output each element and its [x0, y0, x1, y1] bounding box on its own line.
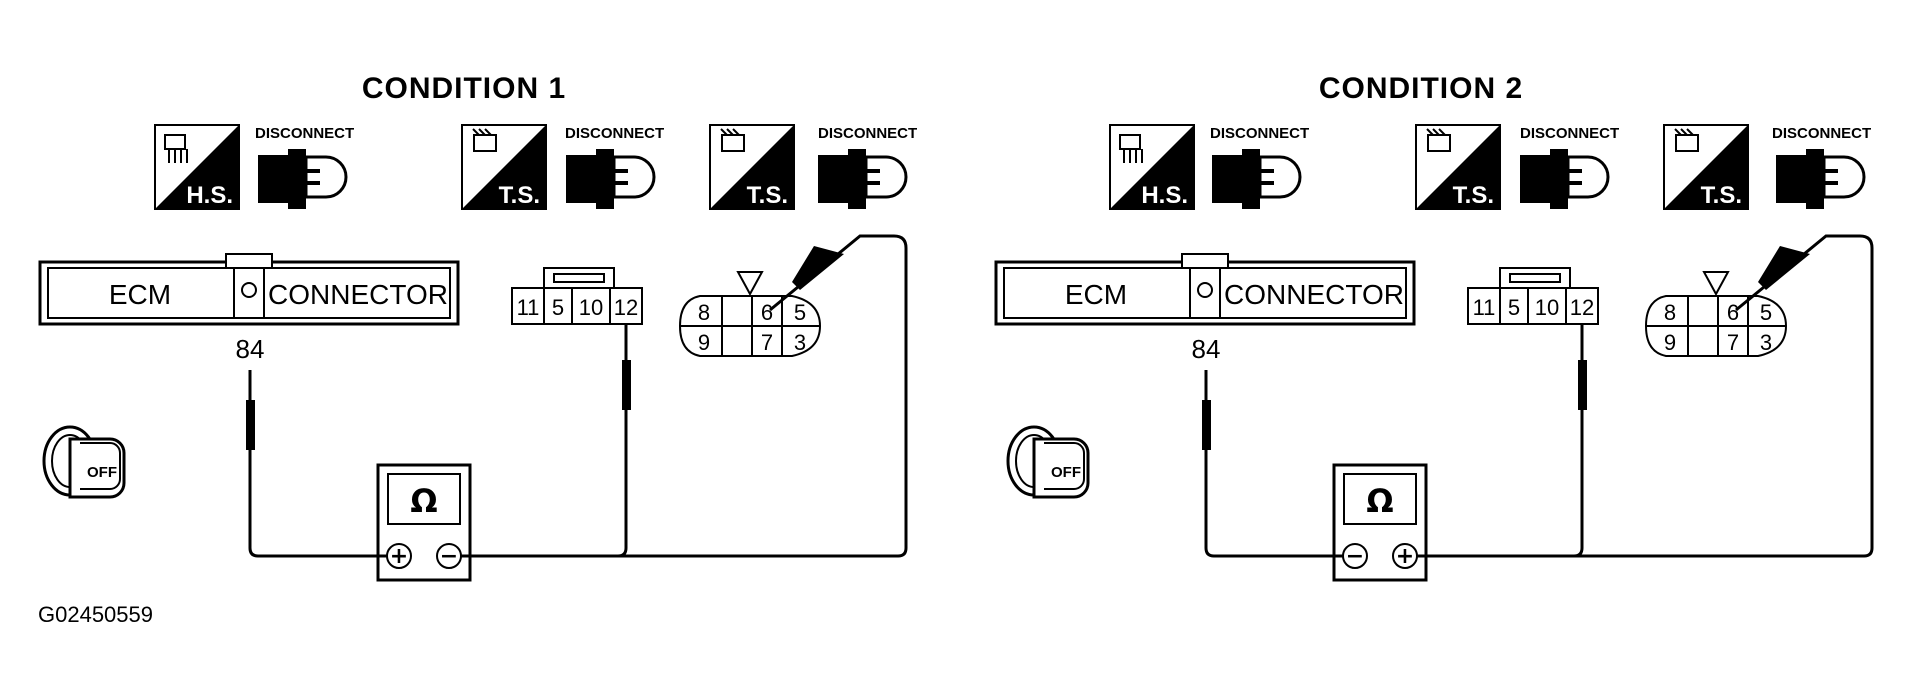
probe-tips: [1202, 246, 1810, 450]
ts-badge: T.S.: [709, 124, 795, 210]
terminal-side-icon: [1426, 128, 1451, 152]
ts-badge: T.S.: [1663, 124, 1749, 210]
condition-1-panel: CONDITION 1 H.S. DISCONNECT T.S.: [38, 72, 917, 582]
connector-b: 8 6 5 9 7 3: [678, 271, 822, 357]
probe-tips: [246, 246, 844, 450]
ohmmeter: Ω − +: [1332, 463, 1428, 582]
pin-label: 7: [761, 330, 773, 355]
test-leads: [1204, 234, 1874, 558]
badge-label: T.S.: [747, 182, 788, 209]
pin-label: 3: [1760, 330, 1772, 355]
badge-label: H.S.: [186, 182, 233, 209]
pin-label: 8: [698, 300, 710, 325]
condition-2-title: CONDITION 2: [1319, 72, 1523, 105]
ts-badge: T.S.: [1415, 124, 1501, 210]
connector-a: 11 5 10 12: [511, 267, 643, 325]
disconnect-label: DISCONNECT: [565, 125, 664, 142]
connector-label: CONNECTOR: [1224, 279, 1404, 310]
disconnect-icon: [1520, 149, 1610, 209]
pin-label: 6: [1727, 300, 1739, 325]
disconnect-label: DISCONNECT: [1772, 125, 1871, 142]
terminal-number: 84: [1192, 334, 1221, 364]
badge-label: T.S.: [499, 182, 540, 209]
terminal-side-icon: [720, 128, 745, 152]
badge-label: T.S.: [1453, 182, 1494, 209]
ohm-symbol: Ω: [410, 482, 437, 520]
condition-2-panel: CONDITION 2 H.S. DISCONNECT T.S. DI: [994, 72, 1874, 582]
disconnect-icon: [818, 149, 908, 209]
pin-label: 9: [1664, 330, 1676, 355]
disconnect-label: DISCONNECT: [818, 125, 917, 142]
badge-label: T.S.: [1701, 182, 1742, 209]
condition-1-title: CONDITION 1: [362, 72, 566, 105]
pin-label: 8: [1664, 300, 1676, 325]
test-leads: [248, 234, 908, 558]
pin-label: 9: [698, 330, 710, 355]
ecm-connector: ECM CONNECTOR: [38, 253, 460, 326]
pin-label: 10: [579, 295, 603, 320]
ohm-symbol: Ω: [1366, 482, 1393, 520]
disconnect-label: DISCONNECT: [1520, 125, 1619, 142]
ignition-key-icon: OFF: [1006, 425, 1090, 499]
ecm-label: ECM: [1065, 279, 1127, 310]
pin-label: 11: [517, 295, 540, 320]
hs-badge: H.S.: [154, 124, 240, 210]
disconnect-icon: [258, 149, 348, 209]
disconnect-icon: [566, 149, 656, 209]
ecm-label: ECM: [109, 279, 171, 310]
harness-side-icon: [164, 134, 188, 163]
meter-terminal-right: +: [1396, 544, 1414, 569]
meter-terminal-left: −: [1346, 544, 1364, 569]
terminal-side-icon: [1674, 128, 1699, 152]
badge-label: H.S.: [1141, 182, 1188, 209]
disconnect-label: DISCONNECT: [255, 125, 354, 142]
hs-badge: H.S.: [1109, 124, 1195, 210]
meter-terminal-right: −: [440, 544, 458, 569]
pin-label: 10: [1535, 295, 1559, 320]
meter-terminal-left: +: [390, 544, 408, 569]
pin-label: 5: [552, 295, 564, 320]
pin-label: 5: [794, 300, 806, 325]
ignition-key-icon: OFF: [42, 425, 126, 499]
pin-label: 5: [1508, 295, 1520, 320]
disconnect-icon: [1212, 149, 1302, 209]
terminal-number: 84: [236, 334, 265, 364]
connector-label: CONNECTOR: [268, 279, 448, 310]
figure-id: G02450559: [38, 602, 153, 627]
pin-label: 5: [1760, 300, 1772, 325]
connector-a: 11 5 10 12: [1467, 267, 1599, 325]
pin-label: 6: [761, 300, 773, 325]
connector-b: 8 6 5 9 7 3: [1644, 271, 1788, 357]
harness-side-icon: [1119, 134, 1143, 163]
ts-badge: T.S.: [461, 124, 547, 210]
pin-label: 11: [1473, 295, 1496, 320]
key-off-label: OFF: [87, 464, 117, 481]
pin-label: 3: [794, 330, 806, 355]
ohmmeter: Ω + −: [376, 463, 472, 582]
terminal-side-icon: [472, 128, 497, 152]
disconnect-label: DISCONNECT: [1210, 125, 1309, 142]
pin-label: 12: [1570, 295, 1594, 320]
disconnect-icon: [1776, 149, 1866, 209]
pin-label: 12: [614, 295, 638, 320]
pin-label: 7: [1727, 330, 1739, 355]
ecm-connector: ECM CONNECTOR: [994, 253, 1416, 326]
key-off-label: OFF: [1051, 464, 1081, 481]
